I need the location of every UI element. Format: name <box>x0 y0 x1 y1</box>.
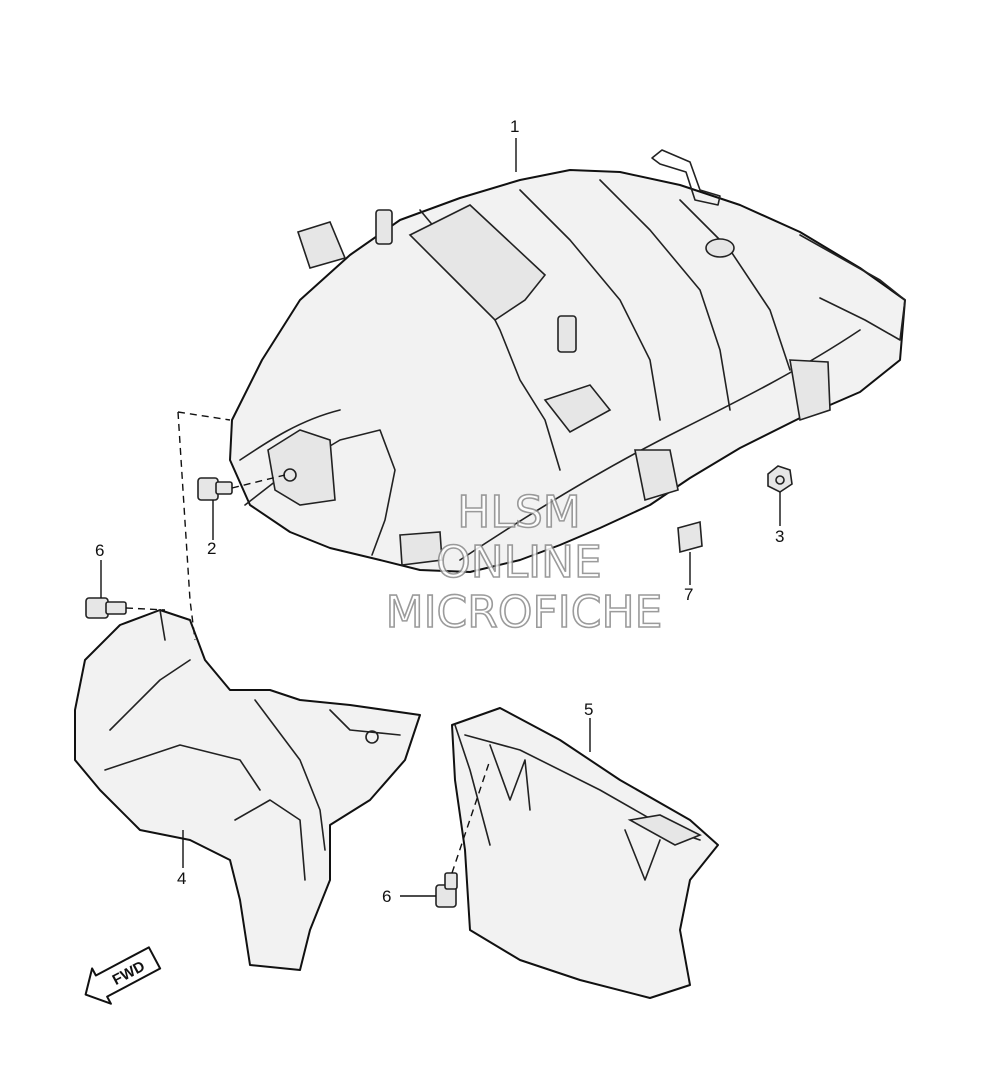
assembly-line-bolt6-lower <box>451 759 491 874</box>
assembly-line-bolt2 <box>231 474 286 489</box>
fwd-arrow-icon: FWD <box>84 946 162 1005</box>
callout-6b: 6 <box>382 887 391 906</box>
watermark-line-1: HLSM <box>457 487 581 538</box>
nut-3[interactable] <box>767 465 793 493</box>
bolt-6-lower[interactable] <box>435 872 458 908</box>
callout-1: 1 <box>510 117 519 136</box>
callout-6a: 6 <box>95 541 104 560</box>
part-4-cover[interactable] <box>74 609 421 971</box>
watermark-line-2: ONLINE <box>436 537 602 588</box>
assembly-line-bolt6-upper <box>125 607 166 611</box>
bolt-2[interactable] <box>197 477 233 501</box>
callout-2: 2 <box>207 539 216 558</box>
watermark-line-3: MICROFICHE <box>386 587 663 638</box>
assembly-line-left <box>177 411 231 641</box>
part-1-rear-fender[interactable] <box>229 149 906 573</box>
callout-4: 4 <box>177 869 186 888</box>
callout-3: 3 <box>775 527 784 546</box>
callout-5: 5 <box>584 700 593 719</box>
callout-7: 7 <box>684 585 693 604</box>
part-5-cover[interactable] <box>451 707 719 999</box>
watermark: HLSM ONLINE MICROFICHE <box>385 486 663 639</box>
pad-7[interactable] <box>677 520 703 554</box>
bolt-6-upper[interactable] <box>85 597 127 619</box>
